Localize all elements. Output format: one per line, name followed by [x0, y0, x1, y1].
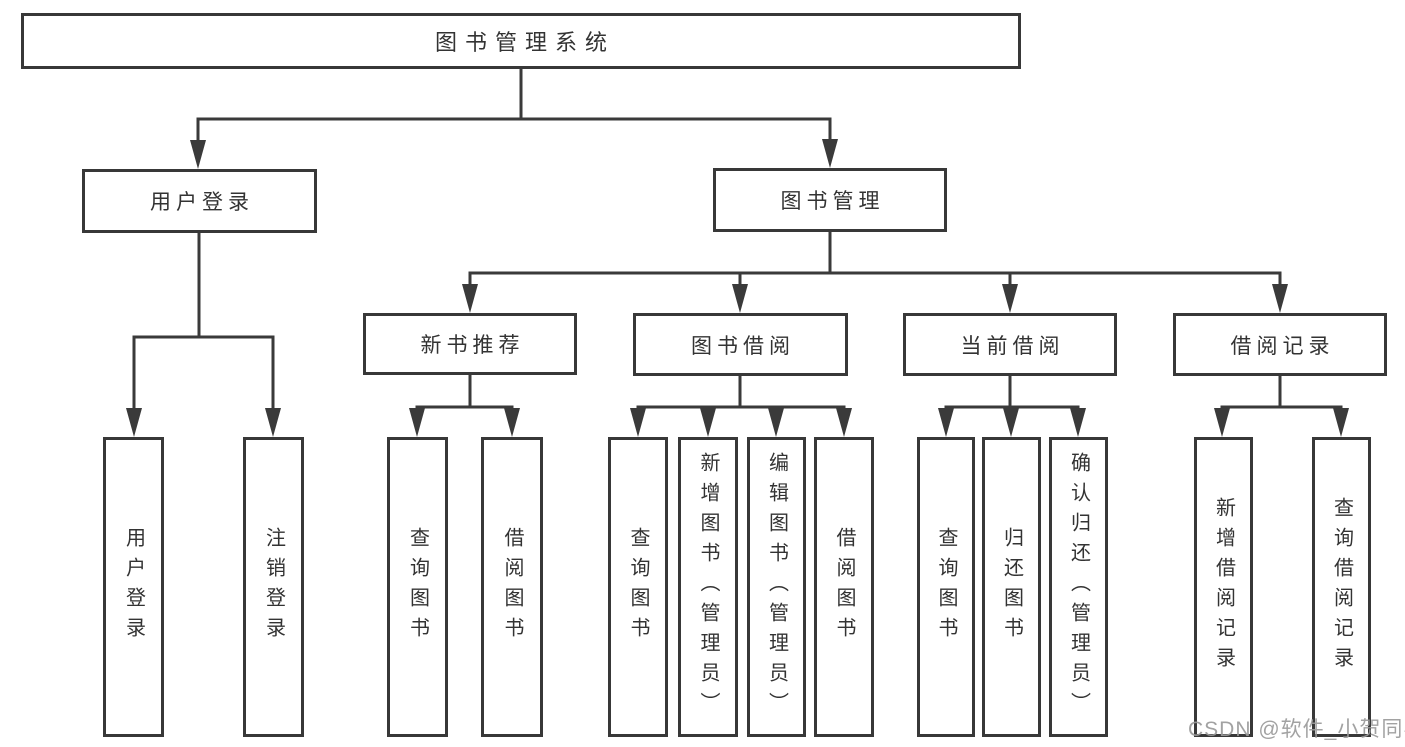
node-label: 查询图书: [935, 527, 957, 647]
node-label: 查询图书: [406, 527, 429, 647]
leaf-query-books-borrow: 查询图书: [608, 437, 668, 737]
csdn-watermark: CSDN @软件_小贺同学: [1188, 718, 1405, 741]
leaf-query-books-current: 查询图书: [917, 437, 975, 737]
node-label: 确认归还（管理员）: [1067, 452, 1090, 722]
leaf-query-books-recommend: 查询图书: [387, 437, 448, 737]
node-label: 编辑图书（管理员）: [765, 452, 788, 722]
leaf-edit-books-admin: 编辑图书（管理员）: [747, 437, 806, 737]
leaf-borrow-books-recommend: 借阅图书: [481, 437, 543, 737]
node-label: 查询图书: [627, 527, 649, 647]
node-book-management-branch: 图书管理: [713, 168, 947, 232]
node-label: 当前借阅: [960, 334, 1065, 358]
node-label: 用户登录: [150, 191, 254, 214]
leaf-query-borrow-record: 查询借阅记录: [1312, 437, 1371, 737]
node-label: 注销登录: [262, 527, 285, 647]
node-user-login-branch: 用户登录: [82, 169, 317, 233]
node-borrowing-records: 借阅记录: [1173, 313, 1387, 376]
node-book-borrowing: 图书借阅: [633, 313, 848, 376]
leaf-logout: 注销登录: [243, 437, 304, 737]
node-new-book-recommendation: 新书推荐: [363, 313, 577, 375]
node-label: 归还图书: [1000, 527, 1023, 647]
node-label: 用户登录: [122, 527, 145, 647]
leaf-add-books-admin: 新增图书（管理员）: [678, 437, 738, 737]
node-label: 查询借阅记录: [1330, 497, 1353, 677]
leaf-user-login: 用户登录: [103, 437, 164, 737]
node-label: 借阅图书: [833, 527, 855, 647]
node-label: 新增图书（管理员）: [697, 452, 719, 722]
leaf-borrow-books: 借阅图书: [814, 437, 874, 737]
node-library-management-system: 图书管理系统: [21, 13, 1021, 69]
node-label: 新增借阅记录: [1212, 497, 1235, 677]
node-label: 新书推荐: [420, 334, 525, 357]
leaf-return-books: 归还图书: [982, 437, 1041, 737]
node-label: 图书管理: [780, 190, 885, 213]
node-label: 图书借阅: [691, 334, 795, 358]
node-label: 图书管理系统: [434, 30, 615, 55]
node-current-borrowing: 当前借阅: [903, 313, 1117, 376]
node-label: 借阅记录: [1230, 334, 1335, 358]
leaf-confirm-return-admin: 确认归还（管理员）: [1049, 437, 1108, 737]
node-label: 借阅图书: [501, 527, 523, 647]
leaf-add-borrow-record: 新增借阅记录: [1194, 437, 1253, 737]
